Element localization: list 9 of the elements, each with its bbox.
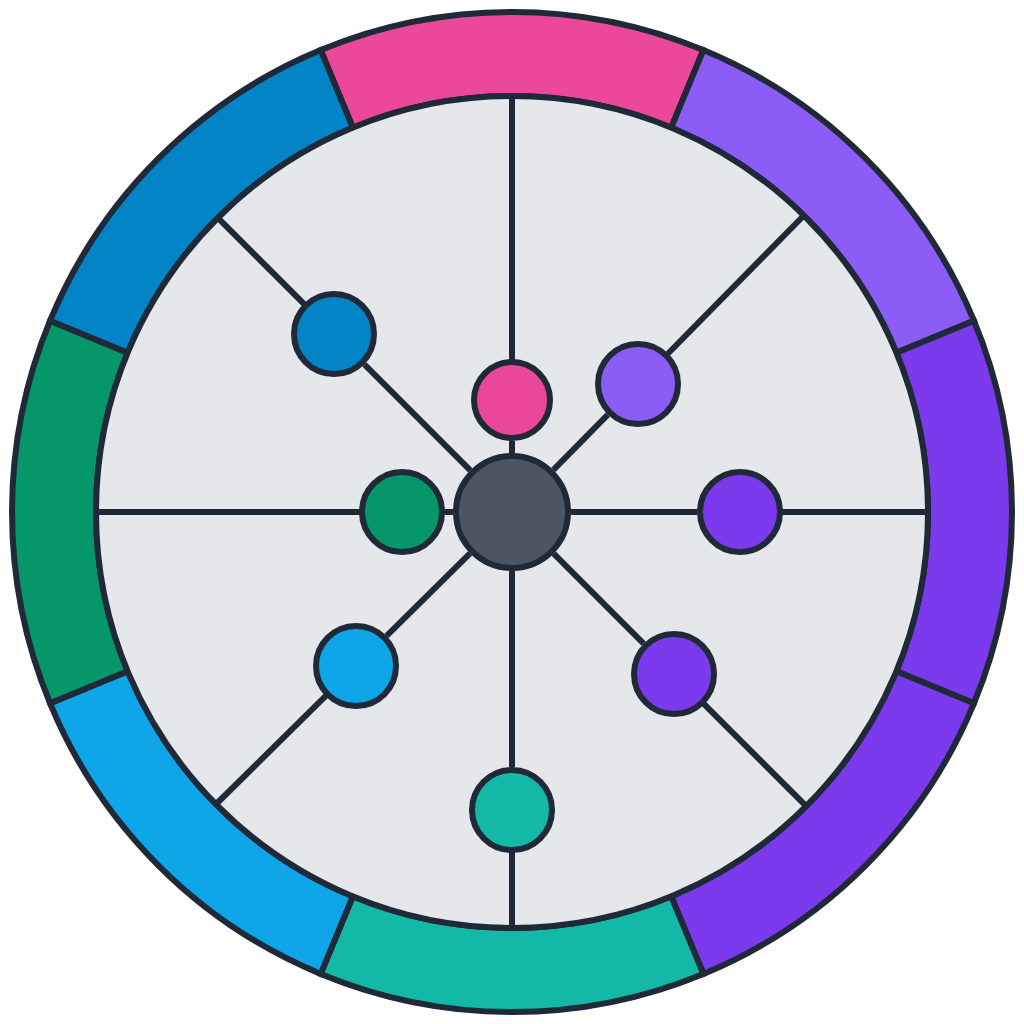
spoke-line xyxy=(551,412,610,473)
spoke-line xyxy=(509,571,515,767)
spoke-line xyxy=(384,551,473,638)
hub-circle xyxy=(453,453,571,571)
spoke-line xyxy=(362,362,473,473)
spoke-line xyxy=(445,509,453,515)
spoke-line xyxy=(509,441,515,453)
spoke-line xyxy=(551,551,646,646)
spoke-line xyxy=(571,509,697,515)
